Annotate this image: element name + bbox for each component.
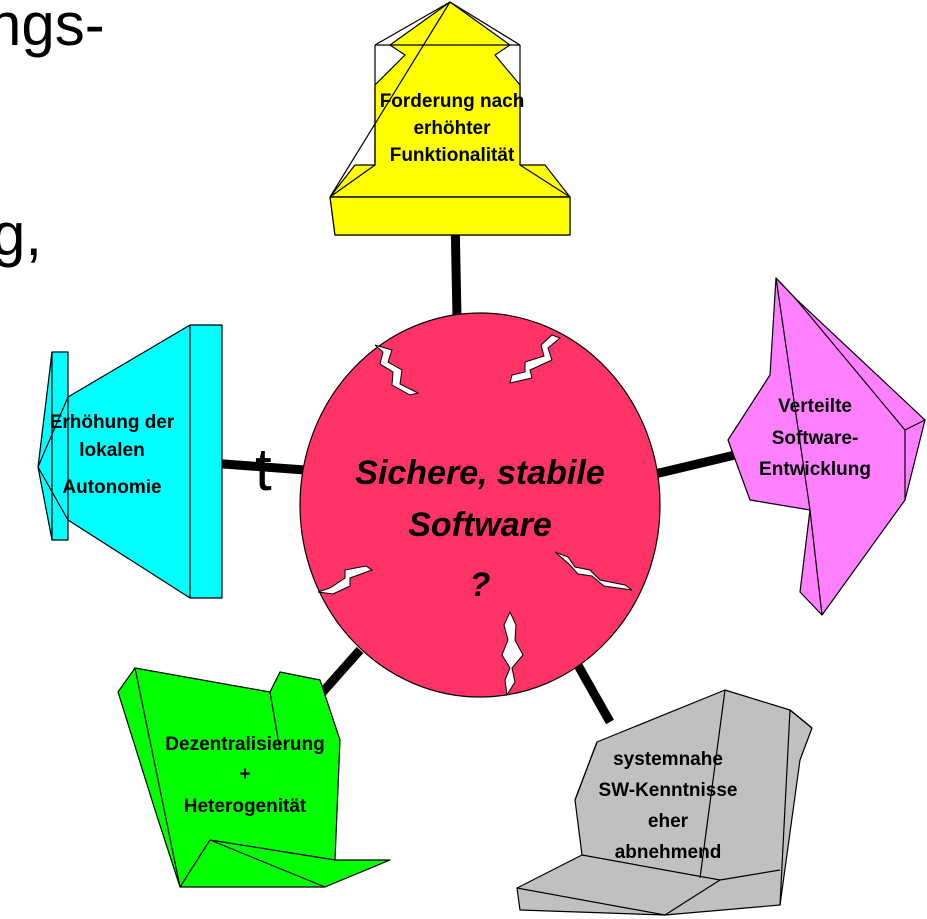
- crack-lines: [317, 334, 633, 697]
- factor-bottom-left-line-2: +: [239, 764, 250, 785]
- factor-left-line-1: Erhöhung der: [50, 412, 175, 433]
- factor-top-line-1: Forderung nach: [380, 91, 525, 112]
- factor-right-line-3: Entwicklung: [759, 459, 871, 480]
- center-line-3: ?: [470, 566, 491, 604]
- factor-top-arrow: [329, 1, 571, 236]
- background-text-1: ngs-: [0, 0, 105, 58]
- factor-top-line-2: erhöhter: [413, 118, 491, 139]
- factor-left-line-3: Autonomie: [62, 477, 161, 498]
- factor-top-line-3: Funktionalität: [390, 145, 515, 166]
- factor-left-line-2: lokalen: [79, 440, 144, 461]
- factor-right-line-2: Software-: [772, 428, 859, 449]
- center-line-1: Sichere, stabile: [355, 454, 604, 492]
- background-text-2: g,: [0, 201, 42, 268]
- factor-right-shape: [727, 277, 926, 616]
- connector-bottom-right: [571, 657, 614, 725]
- factor-bottom-right-line-2: SW-Kenntnisse: [599, 780, 738, 801]
- connector-left: [209, 458, 306, 475]
- factor-bottom-right-line-3: eher: [648, 811, 689, 832]
- factor-left-arrow: [37, 324, 223, 599]
- center-line-2: Software: [408, 506, 552, 544]
- factor-bottom-left-shape: [117, 667, 391, 888]
- factor-right-line-1: Verteilte: [778, 396, 852, 417]
- factor-bottom-left-line-3: Heterogenität: [184, 796, 307, 817]
- factor-bottom-right-line-4: abnehmend: [615, 842, 722, 863]
- center-circle: [299, 312, 661, 698]
- connector-right: [653, 450, 737, 479]
- factor-bottom-right-line-1: systemnahe: [613, 749, 723, 770]
- factor-bottom-left-line-1: Dezentralisierung: [165, 734, 324, 755]
- connectors: [209, 214, 737, 725]
- factor-bottom-right-shape: [516, 689, 813, 916]
